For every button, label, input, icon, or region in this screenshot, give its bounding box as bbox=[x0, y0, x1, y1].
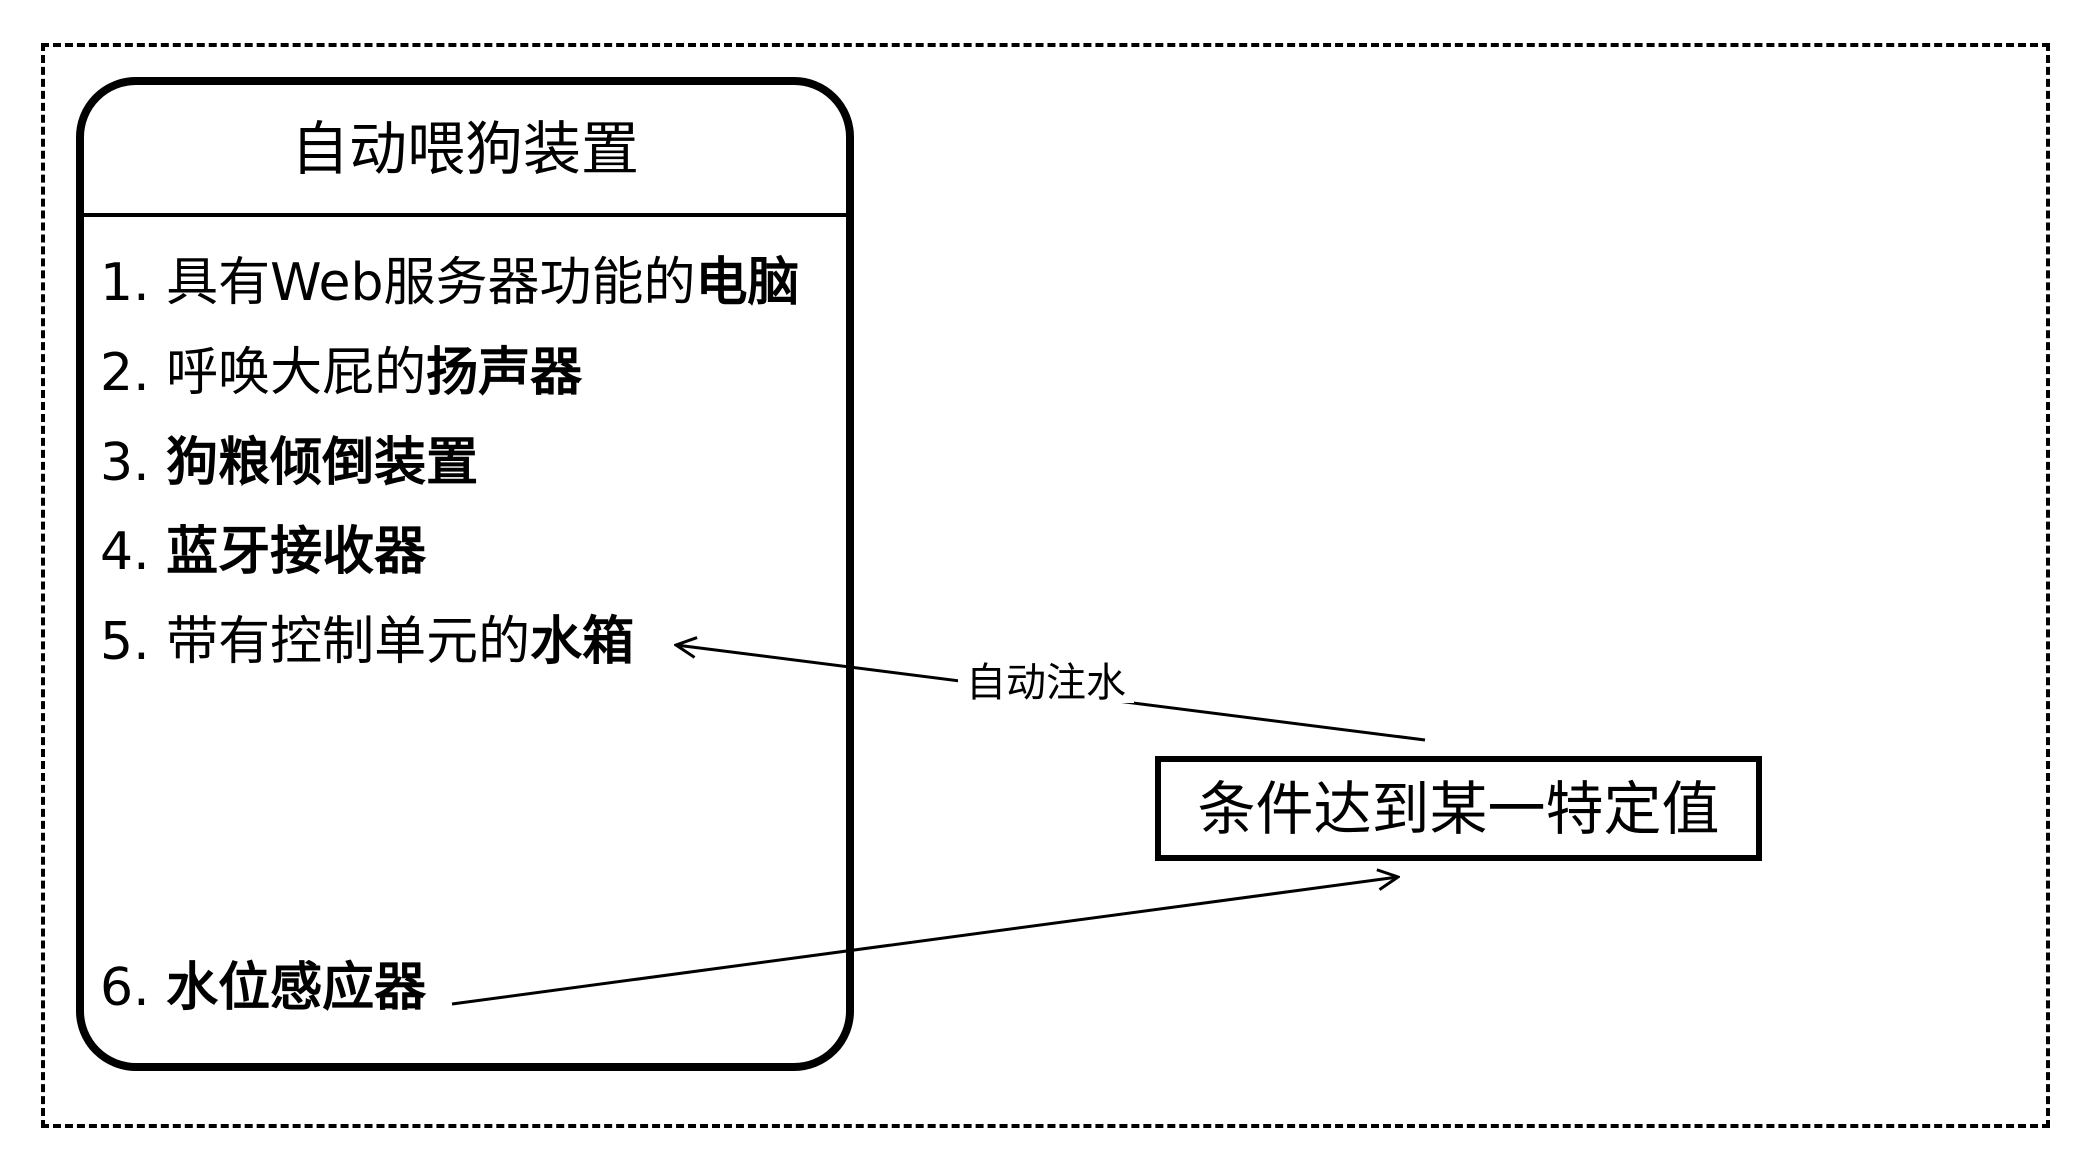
item-text: 呼唤大屁的 bbox=[166, 343, 427, 403]
item-number: 4. bbox=[100, 522, 150, 582]
item-number: 5. bbox=[100, 612, 150, 672]
device-divider bbox=[84, 213, 846, 217]
device-title: 自动喂狗装置 bbox=[290, 115, 639, 183]
item-bold-text: 狗粮倾倒装置 bbox=[166, 433, 479, 493]
device-item-food-dispenser: 3. 狗粮倾倒装置 bbox=[100, 437, 478, 489]
item-bold-text: 扬声器 bbox=[426, 343, 583, 403]
edge-label-auto-fill: 自动注水 bbox=[958, 663, 1134, 703]
device-item-computer: 1. 具有Web服务器功能的电脑 bbox=[100, 257, 800, 309]
item-text: 带有控制单元的 bbox=[166, 612, 531, 672]
device-item-speaker: 2. 呼唤大屁的扬声器 bbox=[100, 347, 582, 399]
item-bold-text: 电脑 bbox=[695, 253, 800, 313]
item-text: 具有Web服务器功能的 bbox=[166, 253, 696, 313]
arrow-sensor-to-condition bbox=[451, 877, 1398, 1006]
item-bold-text: 水位感应器 bbox=[166, 958, 427, 1018]
device-item-bluetooth-receiver: 4. 蓝牙接收器 bbox=[100, 526, 426, 578]
item-number: 2. bbox=[100, 343, 150, 403]
item-number: 1. bbox=[100, 253, 150, 313]
device-item-water-tank: 5. 带有控制单元的水箱 bbox=[100, 616, 634, 668]
item-bold-text: 蓝牙接收器 bbox=[166, 522, 427, 582]
condition-box: 条件达到某一特定值 bbox=[1155, 756, 1762, 861]
device-item-water-level-sensor: 6. 水位感应器 bbox=[100, 962, 426, 1014]
system-boundary bbox=[41, 43, 2050, 1128]
item-number: 3. bbox=[100, 433, 150, 493]
item-number: 6. bbox=[100, 958, 150, 1018]
device-box: 自动喂狗装置 1. 具有Web服务器功能的电脑 2. 呼唤大屁的扬声器 3. 狗… bbox=[76, 77, 854, 1071]
item-bold-text: 水箱 bbox=[530, 612, 635, 672]
